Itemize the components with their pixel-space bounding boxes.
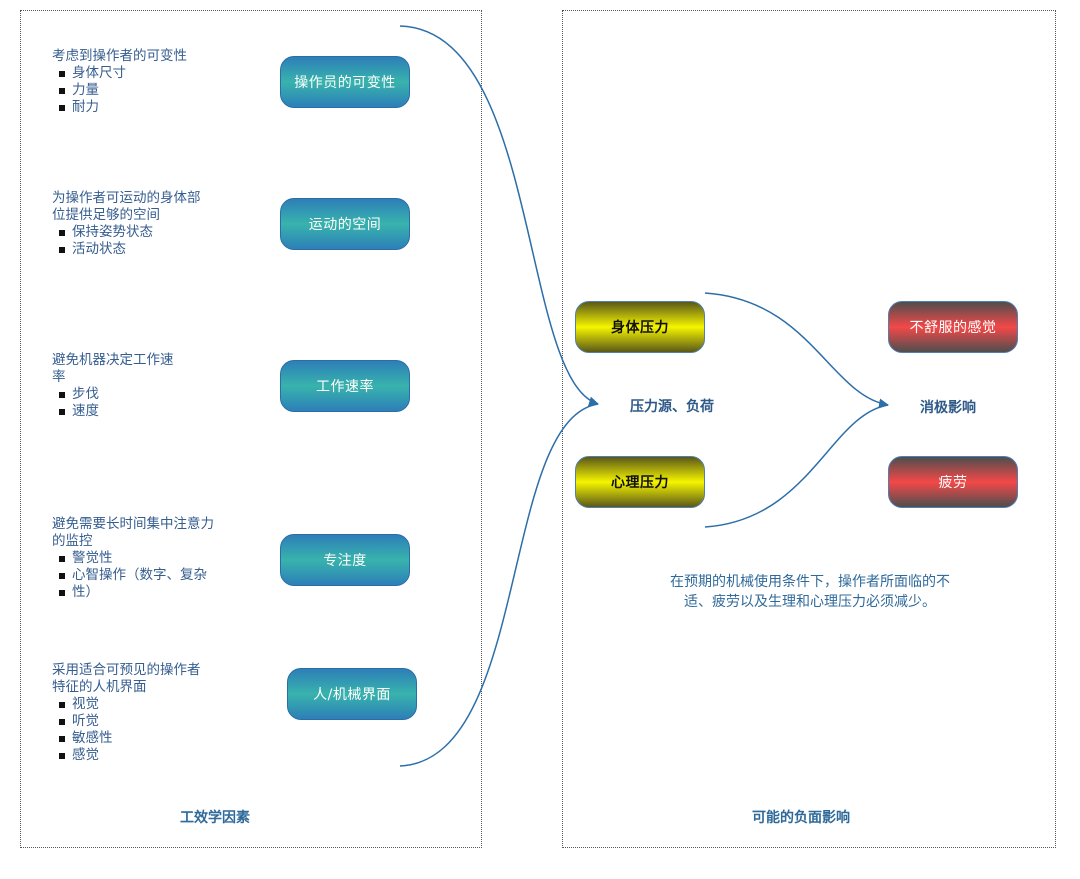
work-rate-box: 工作速率 [280,360,410,412]
bottom-input-curve [399,403,599,767]
operator-variability-box: 操作员的可变性 [280,56,410,108]
right-panel-title: 可能的负面影响 [752,810,850,826]
bullet-item: 感觉 [52,747,201,764]
bullet-item: 耐力 [52,99,187,116]
left-panel-title: 工效学因素 [180,810,250,826]
bullet-item: 心智操作（数字、复杂 [52,567,214,584]
factor-concentration-text: 避免需要长时间集中注意力 的监控 警觉性 心智操作（数字、复杂 性） [52,516,214,601]
bullet-item: 速度 [52,403,174,420]
factor-heading: 避免需要长时间集中注意力 [52,516,214,532]
bullet-item: 身体尺寸 [52,65,187,82]
bullet-item: 力量 [52,82,187,99]
bullet-item-continuation: 性） [52,584,214,601]
factor-operator-variability-text: 考虑到操作者的可变性 身体尺寸 力量 耐力 [52,48,187,116]
bullet-item: 视觉 [52,696,201,713]
factor-heading: 采用适合可预见的操作者 [52,662,201,678]
requirement-note: 在预期的机械使用条件下，操作者所面临的不 适、疲劳以及生理和心理压力必须减少。 [620,572,1000,612]
factor-heading: 的监控 [52,533,93,549]
factor-heading: 避免机器决定工作速 [52,352,174,368]
stressor-load-label: 压力源、负荷 [630,399,714,415]
bullet-item: 保持姿势状态 [52,224,201,241]
top-input-curve [399,25,599,407]
fatigue-box: 疲劳 [888,456,1018,508]
mental-stress-box: 心理压力 [575,456,705,508]
bullet-item: 步伐 [52,386,174,403]
physical-stress-curve [704,292,889,409]
negative-effect-label: 消极影响 [920,400,976,416]
bullet-item: 听觉 [52,713,201,730]
ergonomic-factors-panel [20,10,482,848]
bullet-item: 敏感性 [52,730,201,747]
factor-hmi-text: 采用适合可预见的操作者 特征的人机界面 视觉 听觉 敏感性 感觉 [52,662,201,764]
factor-heading: 特征的人机界面 [52,679,147,695]
concentration-box: 专注度 [280,534,410,586]
movement-space-box: 运动的空间 [280,198,410,250]
bullet-item: 警觉性 [52,550,214,567]
note-line: 在预期的机械使用条件下，操作者所面临的不 [670,574,950,590]
factor-movement-space-text: 为操作者可运动的身体部 位提供足够的空间 保持姿势状态 活动状态 [52,190,201,258]
hmi-box: 人/机械界面 [287,668,417,720]
factor-heading: 考虑到操作者的可变性 [52,48,187,64]
factor-work-rate-text: 避免机器决定工作速 率 步伐 速度 [52,352,174,420]
mental-stress-curve [704,404,889,528]
factor-heading: 为操作者可运动的身体部 [52,190,201,206]
factor-heading: 位提供足够的空间 [52,207,160,223]
discomfort-box: 不舒服的感觉 [888,301,1018,353]
bullet-item: 活动状态 [52,241,201,258]
physical-stress-box: 身体压力 [575,301,705,353]
note-line: 适、疲劳以及生理和心理压力必须减少。 [684,594,936,610]
factor-heading: 率 [52,369,66,385]
